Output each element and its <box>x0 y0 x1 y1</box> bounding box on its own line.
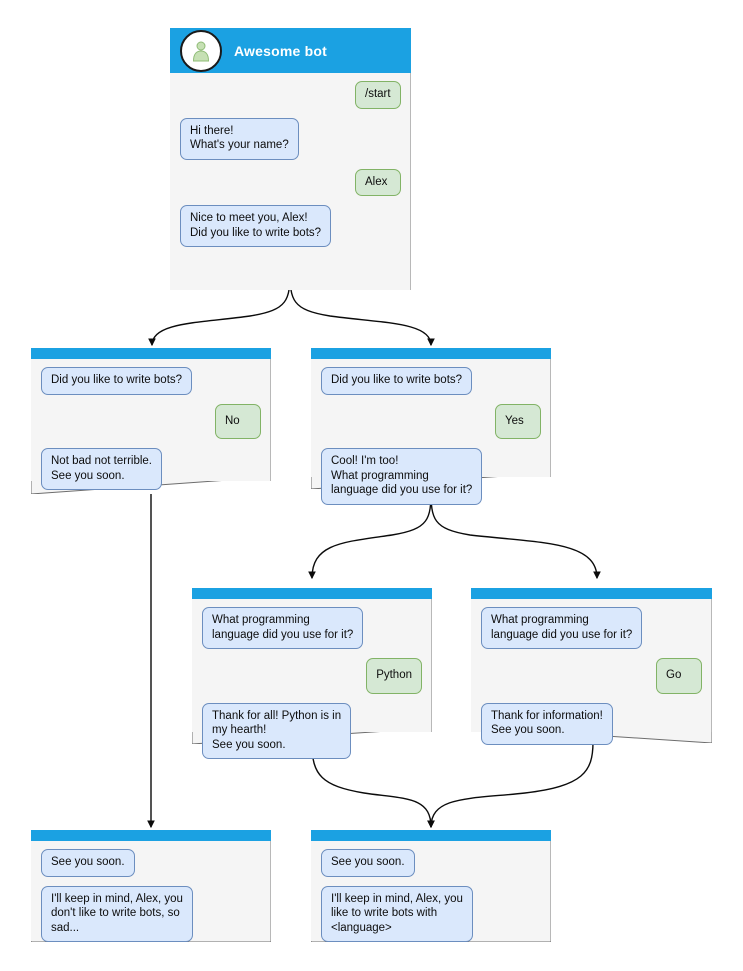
bot-message-bubble: I'll keep in mind, Alex, you don't like … <box>41 885 193 942</box>
message-row: I'll keep in mind, Alex, you like to wri… <box>321 885 541 942</box>
chat-area-root: /start Hi there! What's your name? Alex … <box>170 73 411 290</box>
card-divider <box>270 841 271 941</box>
card-root[interactable]: Awesome bot /start Hi there! What's your… <box>170 28 411 290</box>
message-row: Python <box>202 658 422 694</box>
bot-message-bubble: See you soon. <box>41 849 135 877</box>
card-divider <box>550 359 551 477</box>
bot-message-bubble: Nice to meet you, Alex! Did you like to … <box>180 205 332 247</box>
bot-message-bubble: Thank for information! See you soon. <box>481 702 613 745</box>
chat-header-bar <box>192 588 432 599</box>
user-message-bubble: /start <box>355 81 401 109</box>
message-row: Did you like to write bots? <box>321 367 541 395</box>
message-row: What programming language did you use fo… <box>202 607 422 649</box>
message-row: Alex <box>180 168 401 196</box>
card-end-yes[interactable]: See you soon. I'll keep in mind, Alex, y… <box>311 830 551 942</box>
message-row: Thank for all! Python is in my hearth! S… <box>202 702 422 759</box>
chat-area-end-yes: See you soon. I'll keep in mind, Alex, y… <box>311 841 551 942</box>
user-message-bubble: Python <box>366 658 422 694</box>
bot-message-bubble: Cool! I'm too! What programming language… <box>321 448 483 505</box>
bot-message-bubble: Not bad not terrible. See you soon. <box>41 448 163 490</box>
bot-message-bubble: Did you like to write bots? <box>41 367 193 395</box>
bot-message-bubble: I'll keep in mind, Alex, you like to wri… <box>321 885 473 942</box>
bot-title: Awesome bot <box>234 42 327 59</box>
message-row: See you soon. <box>321 849 541 877</box>
card-go-branch-body: What programming language did you use fo… <box>471 588 712 745</box>
chat-header-root: Awesome bot <box>170 28 411 73</box>
edge-go-to-end-yes <box>427 741 594 829</box>
message-row: Thank for information! See you soon. <box>481 702 702 745</box>
chat-area-no-branch: Did you like to write bots? No Not bad n… <box>31 359 271 490</box>
chat-header-bar <box>311 830 551 841</box>
chat-header-bar <box>31 830 271 841</box>
card-divider <box>711 599 712 732</box>
message-row: Did you like to write bots? <box>41 367 261 395</box>
chat-header-bar <box>31 348 271 359</box>
card-root-body: Awesome bot /start Hi there! What's your… <box>170 28 411 290</box>
message-row: Nice to meet you, Alex! Did you like to … <box>180 205 401 247</box>
message-row: Not bad not terrible. See you soon. <box>41 448 261 490</box>
message-row: I'll keep in mind, Alex, you don't like … <box>41 885 261 942</box>
chat-area-yes-branch: Did you like to write bots? Yes Cool! I'… <box>311 359 551 505</box>
card-divider <box>431 599 432 732</box>
person-avatar-icon <box>180 29 222 72</box>
message-row: Hi there! What's your name? <box>180 117 401 160</box>
chat-header-bar <box>311 348 551 359</box>
bot-message-bubble: Thank for all! Python is in my hearth! S… <box>202 702 352 759</box>
message-row: /start <box>180 81 401 109</box>
message-row: Yes <box>321 403 541 439</box>
card-divider <box>270 359 271 481</box>
user-message-bubble: Alex <box>355 168 401 196</box>
card-divider <box>410 73 411 290</box>
card-end-yes-body: See you soon. I'll keep in mind, Alex, y… <box>311 830 551 942</box>
bot-message-bubble: Hi there! What's your name? <box>180 117 299 160</box>
card-go-branch[interactable]: What programming language did you use fo… <box>471 588 712 745</box>
card-python-branch[interactable]: What programming language did you use fo… <box>192 588 432 759</box>
chat-area-go-branch: What programming language did you use fo… <box>471 599 712 745</box>
message-row: See you soon. <box>41 849 261 877</box>
card-yes-branch[interactable]: Did you like to write bots? Yes Cool! I'… <box>311 348 551 505</box>
user-message-bubble: No <box>215 403 261 439</box>
bot-message-bubble: See you soon. <box>321 849 415 877</box>
bot-message-bubble: What programming language did you use fo… <box>202 607 364 649</box>
card-no-branch[interactable]: Did you like to write bots? No Not bad n… <box>31 348 271 494</box>
card-end-no[interactable]: See you soon. I'll keep in mind, Alex, y… <box>31 830 271 942</box>
person-glyph <box>192 41 210 61</box>
message-row: Cool! I'm too! What programming language… <box>321 448 541 505</box>
message-row: What programming language did you use fo… <box>481 607 702 649</box>
card-python-branch-body: What programming language did you use fo… <box>192 588 432 759</box>
bot-message-bubble: What programming language did you use fo… <box>481 607 643 649</box>
card-yes-branch-body: Did you like to write bots? Yes Cool! I'… <box>311 348 551 505</box>
chat-area-end-no: See you soon. I'll keep in mind, Alex, y… <box>31 841 271 942</box>
card-end-no-body: See you soon. I'll keep in mind, Alex, y… <box>31 830 271 942</box>
user-message-bubble: Go <box>656 658 702 694</box>
chat-area-python-branch: What programming language did you use fo… <box>192 599 432 759</box>
chat-header-bar <box>471 588 712 599</box>
user-message-bubble: Yes <box>495 403 541 439</box>
bot-message-bubble: Did you like to write bots? <box>321 367 473 395</box>
card-divider <box>550 841 551 941</box>
card-no-branch-body: Did you like to write bots? No Not bad n… <box>31 348 271 490</box>
message-row: Go <box>481 658 702 694</box>
message-row: No <box>41 403 261 439</box>
